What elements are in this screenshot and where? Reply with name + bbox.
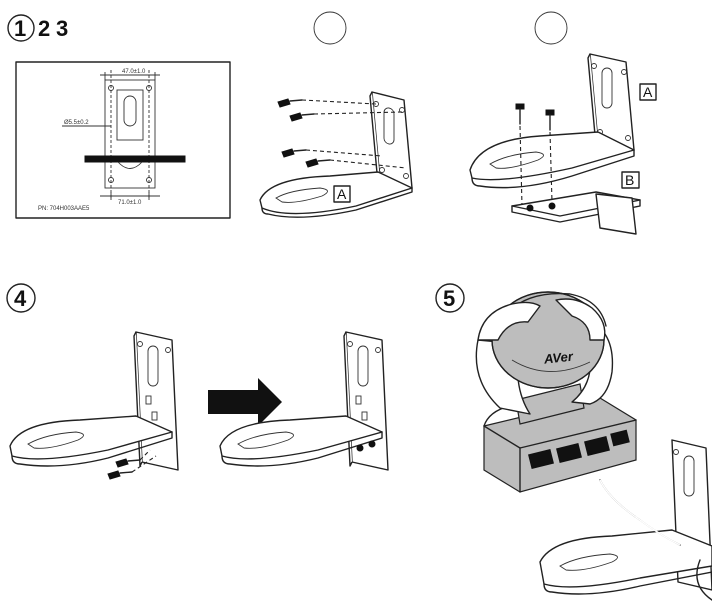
screw-icon [115, 458, 141, 468]
step-1-label: 1 [7, 14, 35, 42]
drill-template: 47.0±1.0 Ø5.5±0.2 71.0±1.0 PN: 704H003AA… [15, 61, 231, 219]
arrow-right-icon [208, 378, 282, 426]
screw-icon [515, 103, 525, 125]
screw-icon [545, 109, 555, 131]
screw-icon [277, 98, 303, 108]
camera-assembly: AVer [475, 291, 712, 601]
template-dim-top: 47.0±1.0 [122, 69, 146, 75]
part-label-a: A [337, 186, 347, 202]
part-label-b: B [625, 172, 634, 188]
svg-text:5: 5 [443, 286, 455, 311]
step-4-bracket-after [219, 331, 389, 471]
part-label-a: A [643, 84, 653, 100]
svg-text:4: 4 [14, 286, 27, 311]
screw-icon [305, 158, 331, 168]
step-3-label: 3 [56, 16, 68, 41]
template-dim-bottom: 71.0±1.0 [118, 200, 142, 206]
screw-icon [281, 148, 307, 158]
step-3-badge [534, 11, 568, 45]
step-2-label: 2 [38, 16, 50, 41]
step-2-badge [313, 11, 347, 45]
step-5-label: 5 [435, 283, 465, 313]
step-2-bracket-assembly: A [259, 91, 413, 218]
svg-text:1: 1 [14, 16, 26, 41]
step-3-bracket-assembly: A B [469, 53, 657, 235]
screw-icon [289, 112, 315, 122]
camera-brand-logo: AVer [542, 349, 574, 367]
screw-icon [107, 470, 133, 480]
template-dim-side: Ø5.5±0.2 [64, 120, 89, 126]
step-4-label: 4 [6, 283, 36, 313]
step-4-bracket-before [9, 331, 179, 480]
template-footer: PN: 704H003AAE5 [38, 206, 90, 212]
